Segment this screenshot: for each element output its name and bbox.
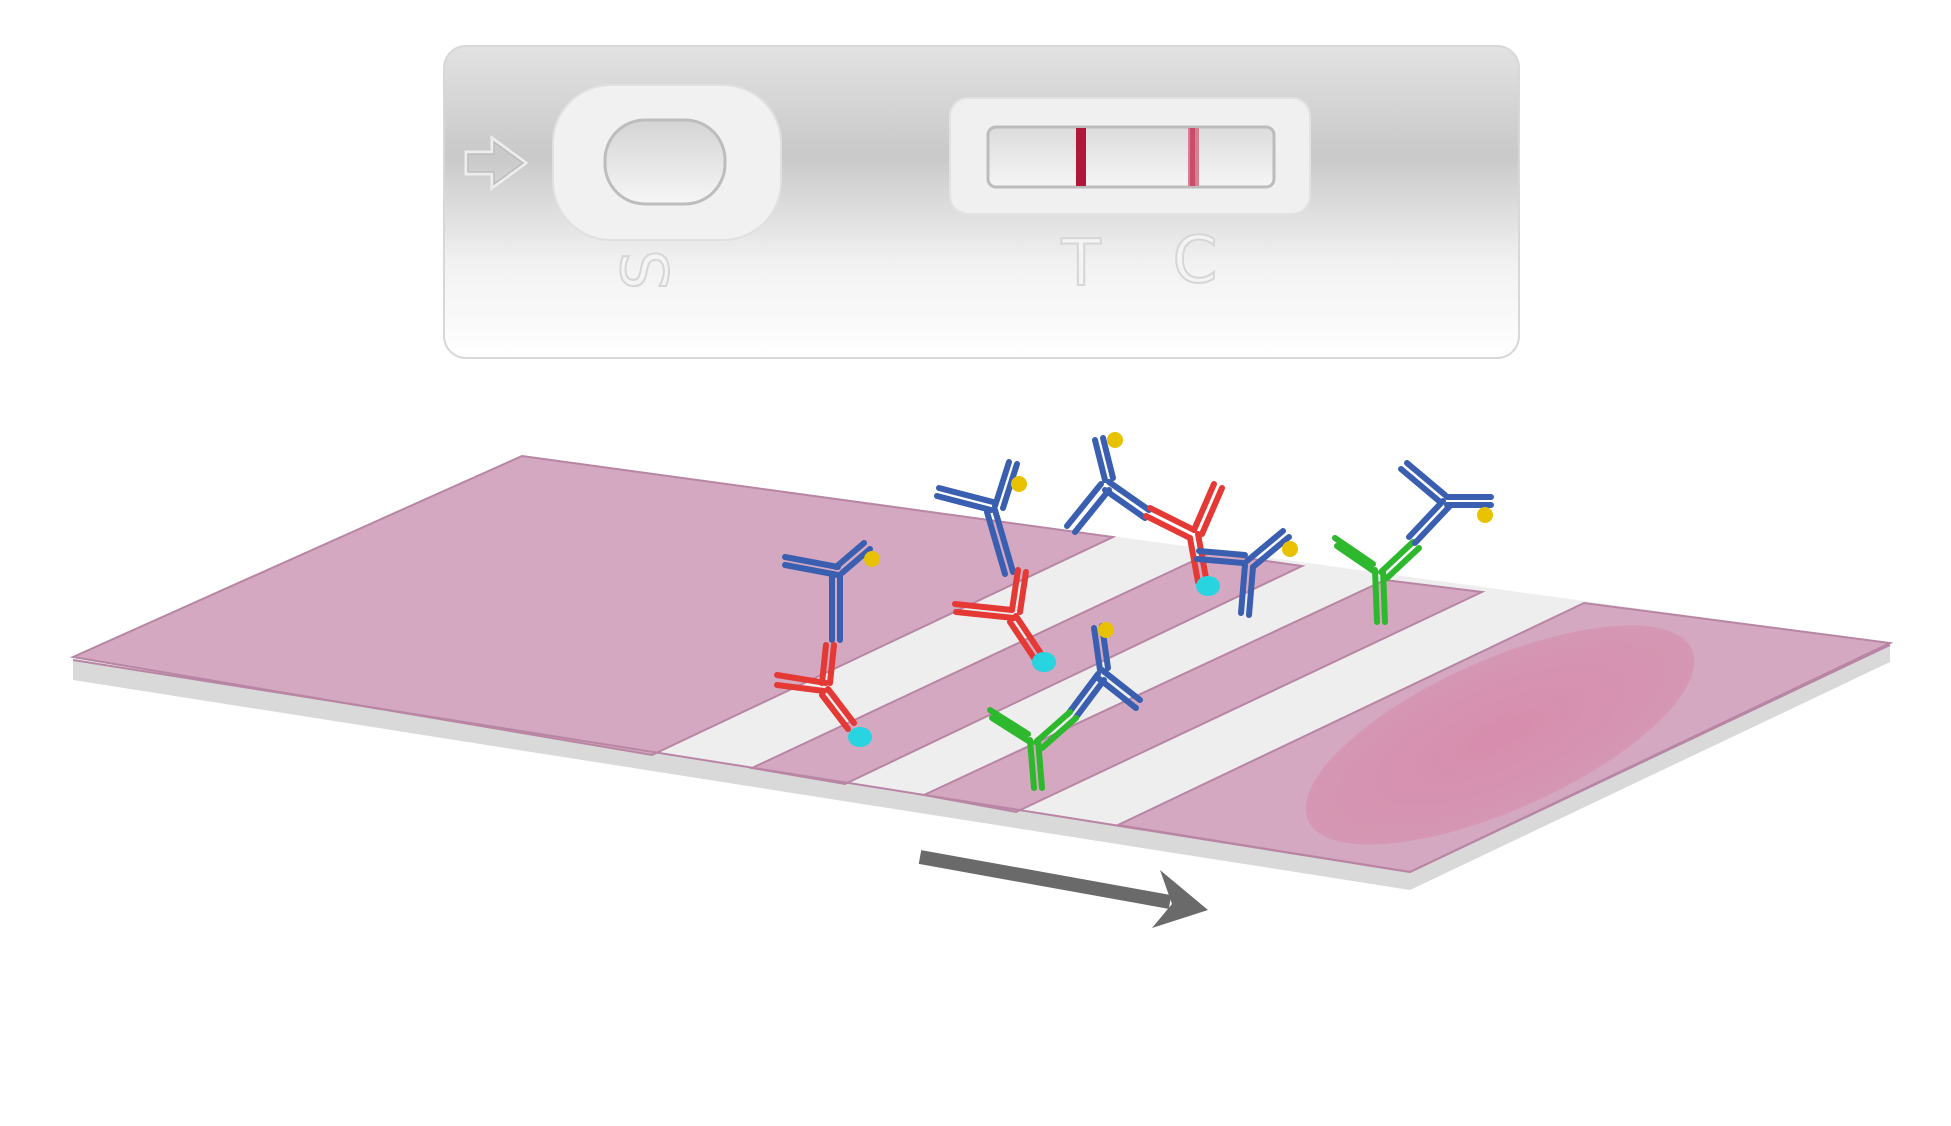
control-antibody [1332,535,1422,625]
antigen [1032,652,1056,672]
detector-antibody-6 [1398,460,1494,546]
flow-direction-arrow-icon [918,850,1208,928]
result-window [986,125,1276,189]
detector-antibody-4 [1194,528,1298,618]
gold-label [1011,476,1027,492]
test-strip [69,454,1894,890]
control-line-label: C [1173,224,1218,298]
absorbent-spot [1305,625,1695,845]
test-line-label: T [1060,227,1101,301]
detector-antibody-2 [934,459,1027,577]
gold-label [864,551,880,567]
detector-antibody-3 [1064,432,1152,535]
test-line-band [920,578,1486,814]
capture-antibody-1 [774,642,872,747]
gold-label [1477,507,1493,523]
gold-label [1282,541,1298,557]
conjugate-pad [748,551,1306,786]
sample-well-hole [603,118,727,206]
sample-pad [69,454,1117,757]
gold-label [1107,432,1123,448]
detector-antibody-5 [1065,622,1143,723]
test-cassette: S T C [443,45,1520,359]
sample-well-label: S [610,250,684,291]
capture-antibody-green-1 [987,707,1079,791]
capture-antibody-3 [1143,481,1225,596]
detector-antibody-1 [782,540,880,643]
hollow-arrow-icon [464,135,529,191]
antigen [848,727,872,747]
gold-label [1098,622,1114,638]
test-line [1076,128,1086,186]
antigen [1196,576,1220,596]
capture-antibody-2 [952,567,1056,672]
